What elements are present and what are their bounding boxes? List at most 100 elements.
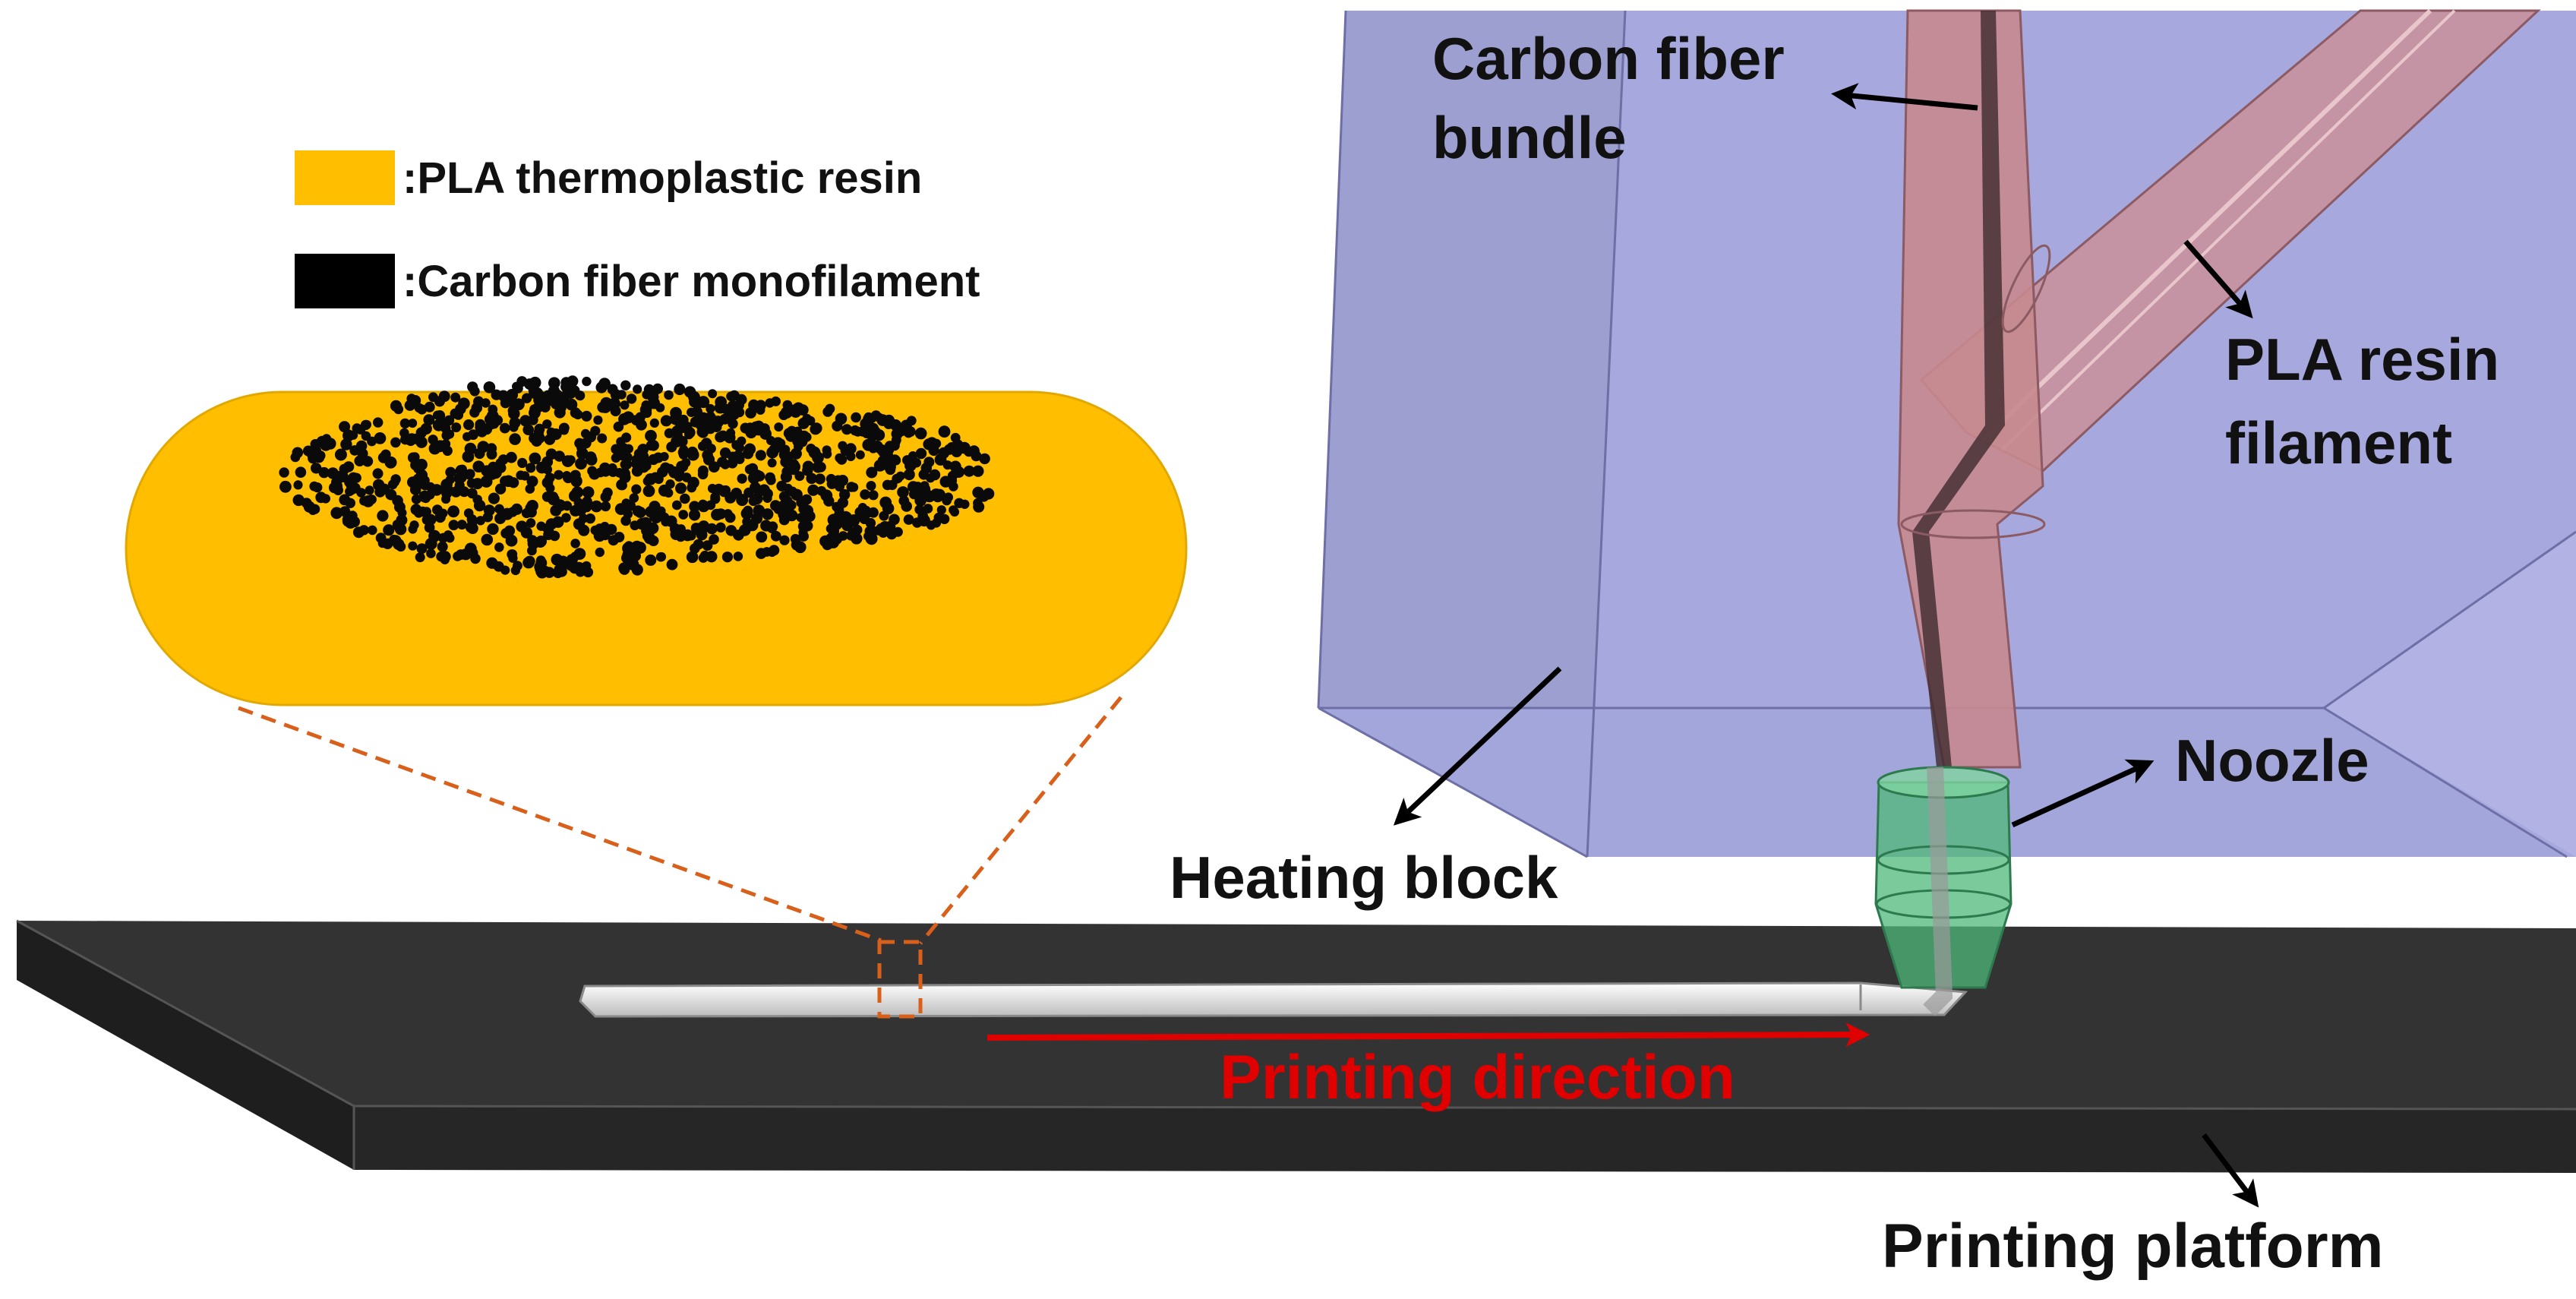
fiber-dot	[457, 464, 467, 474]
fiber-dot	[671, 435, 683, 447]
fiber-dot	[494, 483, 507, 495]
fiber-dot	[868, 490, 879, 501]
fiber-dot	[706, 424, 715, 435]
fiber-dot	[321, 434, 332, 444]
fiber-dot	[665, 463, 675, 473]
fiber-dot	[610, 406, 621, 417]
fiber-dot	[766, 435, 776, 446]
fiber-dot	[545, 448, 557, 460]
fiber-dot	[626, 393, 637, 404]
fiber-dot	[359, 496, 369, 506]
fiber-dot	[846, 451, 856, 462]
fiber-dot	[649, 418, 659, 428]
fiber-dot	[312, 482, 323, 493]
fiber-dot	[676, 524, 686, 534]
fiber-dot	[416, 543, 428, 555]
fiber-dot	[655, 403, 665, 412]
fiber-dot	[365, 485, 374, 495]
fiber-dot	[790, 533, 800, 545]
fiber-dot	[631, 465, 643, 477]
fiber-dot	[466, 478, 477, 488]
fiber-dot	[814, 473, 826, 485]
fiber-dot	[374, 432, 387, 444]
fiber-dot	[630, 520, 640, 531]
fiber-dot	[447, 505, 459, 518]
fiber-dot	[796, 497, 807, 508]
fiber-dot	[751, 492, 763, 505]
fiber-dot	[524, 555, 535, 567]
fiber-dot	[849, 482, 859, 492]
fiber-dot	[593, 415, 603, 425]
fiber-dot	[915, 447, 927, 460]
carbon-fiber-bundle-label-2: bundle	[1432, 104, 1627, 171]
fiber-dot	[684, 429, 694, 440]
fiber-dot	[570, 475, 582, 488]
carbon-fiber-tube	[1897, 9, 2044, 769]
fiber-dot	[372, 468, 384, 479]
fiber-dot	[802, 460, 814, 473]
fiber-dot	[645, 506, 657, 518]
fiber-dot	[681, 473, 692, 482]
fiber-dot	[737, 473, 747, 484]
fiber-dot	[453, 473, 466, 485]
fiber-dot	[688, 509, 701, 521]
carbon-fiber-bundle	[1912, 11, 2005, 767]
fiber-dot	[565, 398, 578, 411]
fiber-dot	[778, 509, 789, 520]
fiber-dot	[390, 400, 402, 412]
fiber-dot	[421, 507, 431, 517]
fiber-dot	[938, 425, 951, 438]
fiber-dot	[633, 384, 642, 394]
fiber-dot	[781, 466, 792, 477]
fiber-dot	[366, 495, 377, 504]
fiber-dot	[882, 479, 893, 491]
fiber-dot	[509, 417, 521, 429]
fiber-dot	[582, 486, 595, 498]
heating-block-arrow	[1393, 666, 1562, 826]
fiber-dot	[696, 425, 709, 438]
fiber-dot	[835, 453, 844, 463]
fiber-dot	[822, 406, 833, 417]
fiber-dot	[748, 399, 759, 411]
fiber-dot	[396, 514, 408, 526]
fiber-dot	[580, 428, 591, 439]
fiber-dot	[620, 380, 631, 390]
fiber-dot	[968, 445, 980, 457]
fiber-dot	[724, 512, 736, 523]
fiber-dot	[308, 506, 317, 515]
fiber-dot	[642, 476, 652, 486]
fiber-dot	[838, 441, 848, 450]
fiber-dot	[946, 442, 958, 454]
fiber-dot	[445, 466, 456, 478]
fiber-dot	[786, 500, 797, 510]
fiber-dot	[346, 485, 357, 495]
fiber-dot	[513, 398, 525, 411]
fiber-dot	[339, 421, 351, 433]
fiber-dot	[762, 488, 773, 500]
fiber-dot	[939, 514, 950, 524]
fiber-dot	[377, 510, 389, 522]
fiber-dot	[450, 392, 461, 403]
fiber-dot	[645, 429, 657, 442]
fiber-dot	[960, 499, 970, 509]
fiber-dot	[939, 476, 952, 488]
fiber-dot	[467, 381, 478, 393]
fiber-dot	[533, 427, 545, 438]
fiber-dot	[295, 466, 307, 478]
fiber-dot	[690, 543, 700, 554]
fiber-dot	[582, 376, 592, 387]
fiber-dot	[655, 552, 666, 562]
fiber-dot	[897, 486, 909, 498]
fiber-dot	[876, 414, 889, 426]
fiber-dot	[688, 390, 700, 403]
fiber-dot	[383, 524, 395, 536]
legend: :PLA thermoplastic resin :Carbon fiber m…	[295, 150, 980, 308]
fiber-dot	[631, 484, 642, 495]
fiber-dot	[730, 410, 740, 420]
fiber-dot	[760, 520, 772, 532]
fiber-dot	[918, 485, 930, 498]
fiber-dot	[423, 414, 435, 425]
fiber-dot	[561, 513, 571, 523]
fiber-dot	[512, 504, 522, 515]
fiber-dot	[425, 490, 435, 500]
